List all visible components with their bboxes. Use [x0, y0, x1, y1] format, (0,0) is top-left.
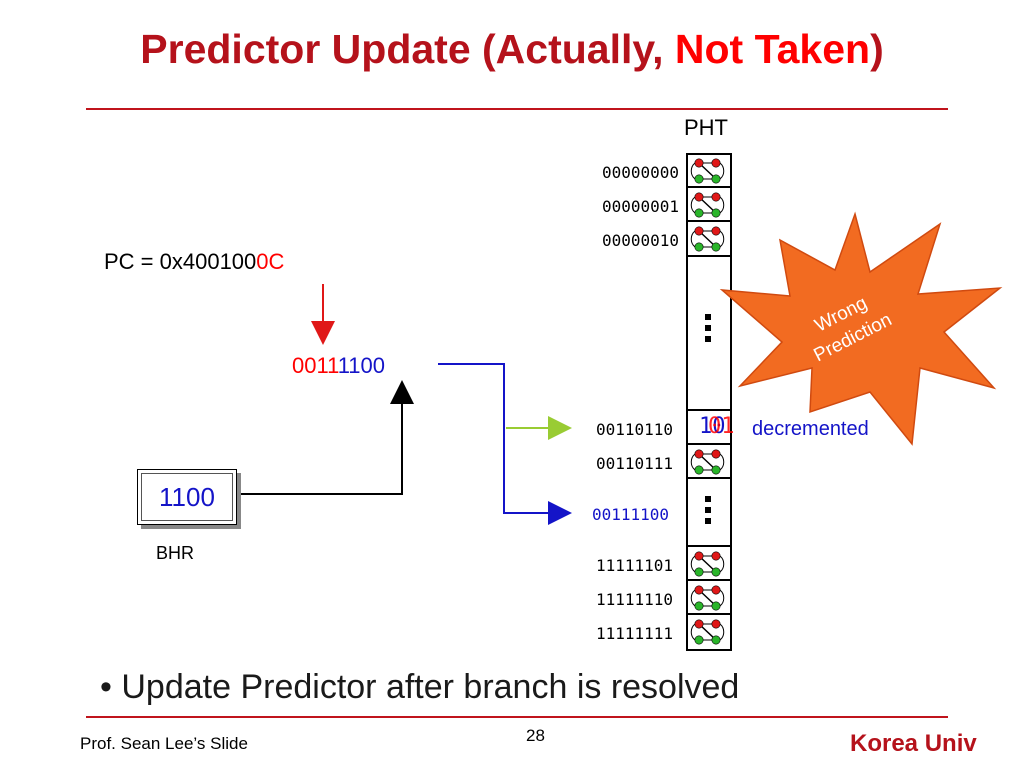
pht-row-lines: [687, 186, 731, 615]
title-part1: Predictor Update (Actually,: [140, 26, 675, 72]
wrong-prediction-burst: [719, 211, 1003, 446]
bullet-text: Update Predictor after branch is resolve…: [121, 668, 740, 706]
pht-addr-11111110: 11111110: [595, 590, 673, 609]
page-number: 28: [526, 726, 545, 745]
decremented-label: decremented: [752, 418, 869, 440]
index-to-pht-arrow: [438, 363, 572, 525]
pht-column: [686, 153, 732, 651]
fsm-icon: [690, 551, 725, 577]
pht-addr-00110111: 00110111: [595, 454, 673, 473]
pht-addr-11111101: 11111101: [595, 556, 673, 575]
fsm-icon: [690, 192, 725, 218]
counter-new-value: 01: [708, 414, 735, 439]
pc-suffix: 0C: [256, 249, 285, 274]
fsm-icon: [690, 619, 725, 645]
bhr-value: 1100: [141, 473, 233, 521]
fsm-icons: [690, 158, 725, 645]
index-pc-bits: 0011: [292, 353, 338, 378]
bhr-register: 1100: [137, 469, 237, 525]
title-part3: ): [870, 26, 884, 72]
pc-prefix: PC = 0x400100: [104, 249, 257, 274]
title-rule: [86, 108, 948, 110]
pht-addr-00000000: 00000000: [601, 163, 679, 182]
pht-addr-00110110: 00110110: [595, 420, 673, 439]
pht-ellipsis-lower: [705, 496, 711, 524]
pht-addr-00000010: 00000010: [601, 231, 679, 250]
fsm-icon: [690, 585, 725, 611]
slide-title: Predictor Update (Actually, Not Taken): [0, 26, 1024, 73]
bullet-item: • Update Predictor after branch is resol…: [100, 668, 740, 706]
fsm-icon: [690, 449, 725, 475]
pht-addr-11111111: 11111111: [595, 624, 673, 643]
pht-label: PHT: [684, 115, 728, 140]
footer-institution: Korea Univ: [850, 730, 977, 757]
title-not-taken: Not Taken: [674, 26, 871, 72]
bhr-arrow: [239, 380, 414, 495]
pht-index: 00111100: [292, 353, 385, 379]
pht-addr-00000001: 00000001: [601, 197, 679, 216]
fsm-icon: [690, 158, 725, 184]
counter-old-value: 10: [699, 414, 726, 439]
pht-addr-00111100: 00111100: [591, 505, 669, 524]
footer-rule: [86, 716, 948, 718]
bhr-label: BHR: [156, 543, 195, 563]
footer-author: Prof. Sean Lee’s Slide: [80, 734, 248, 753]
pht-ellipsis-upper: [705, 314, 711, 342]
index-bhr-bits: 1100: [337, 353, 385, 378]
pc-value: PC = 0x4001000C: [104, 249, 284, 275]
fsm-icon: [690, 226, 725, 252]
